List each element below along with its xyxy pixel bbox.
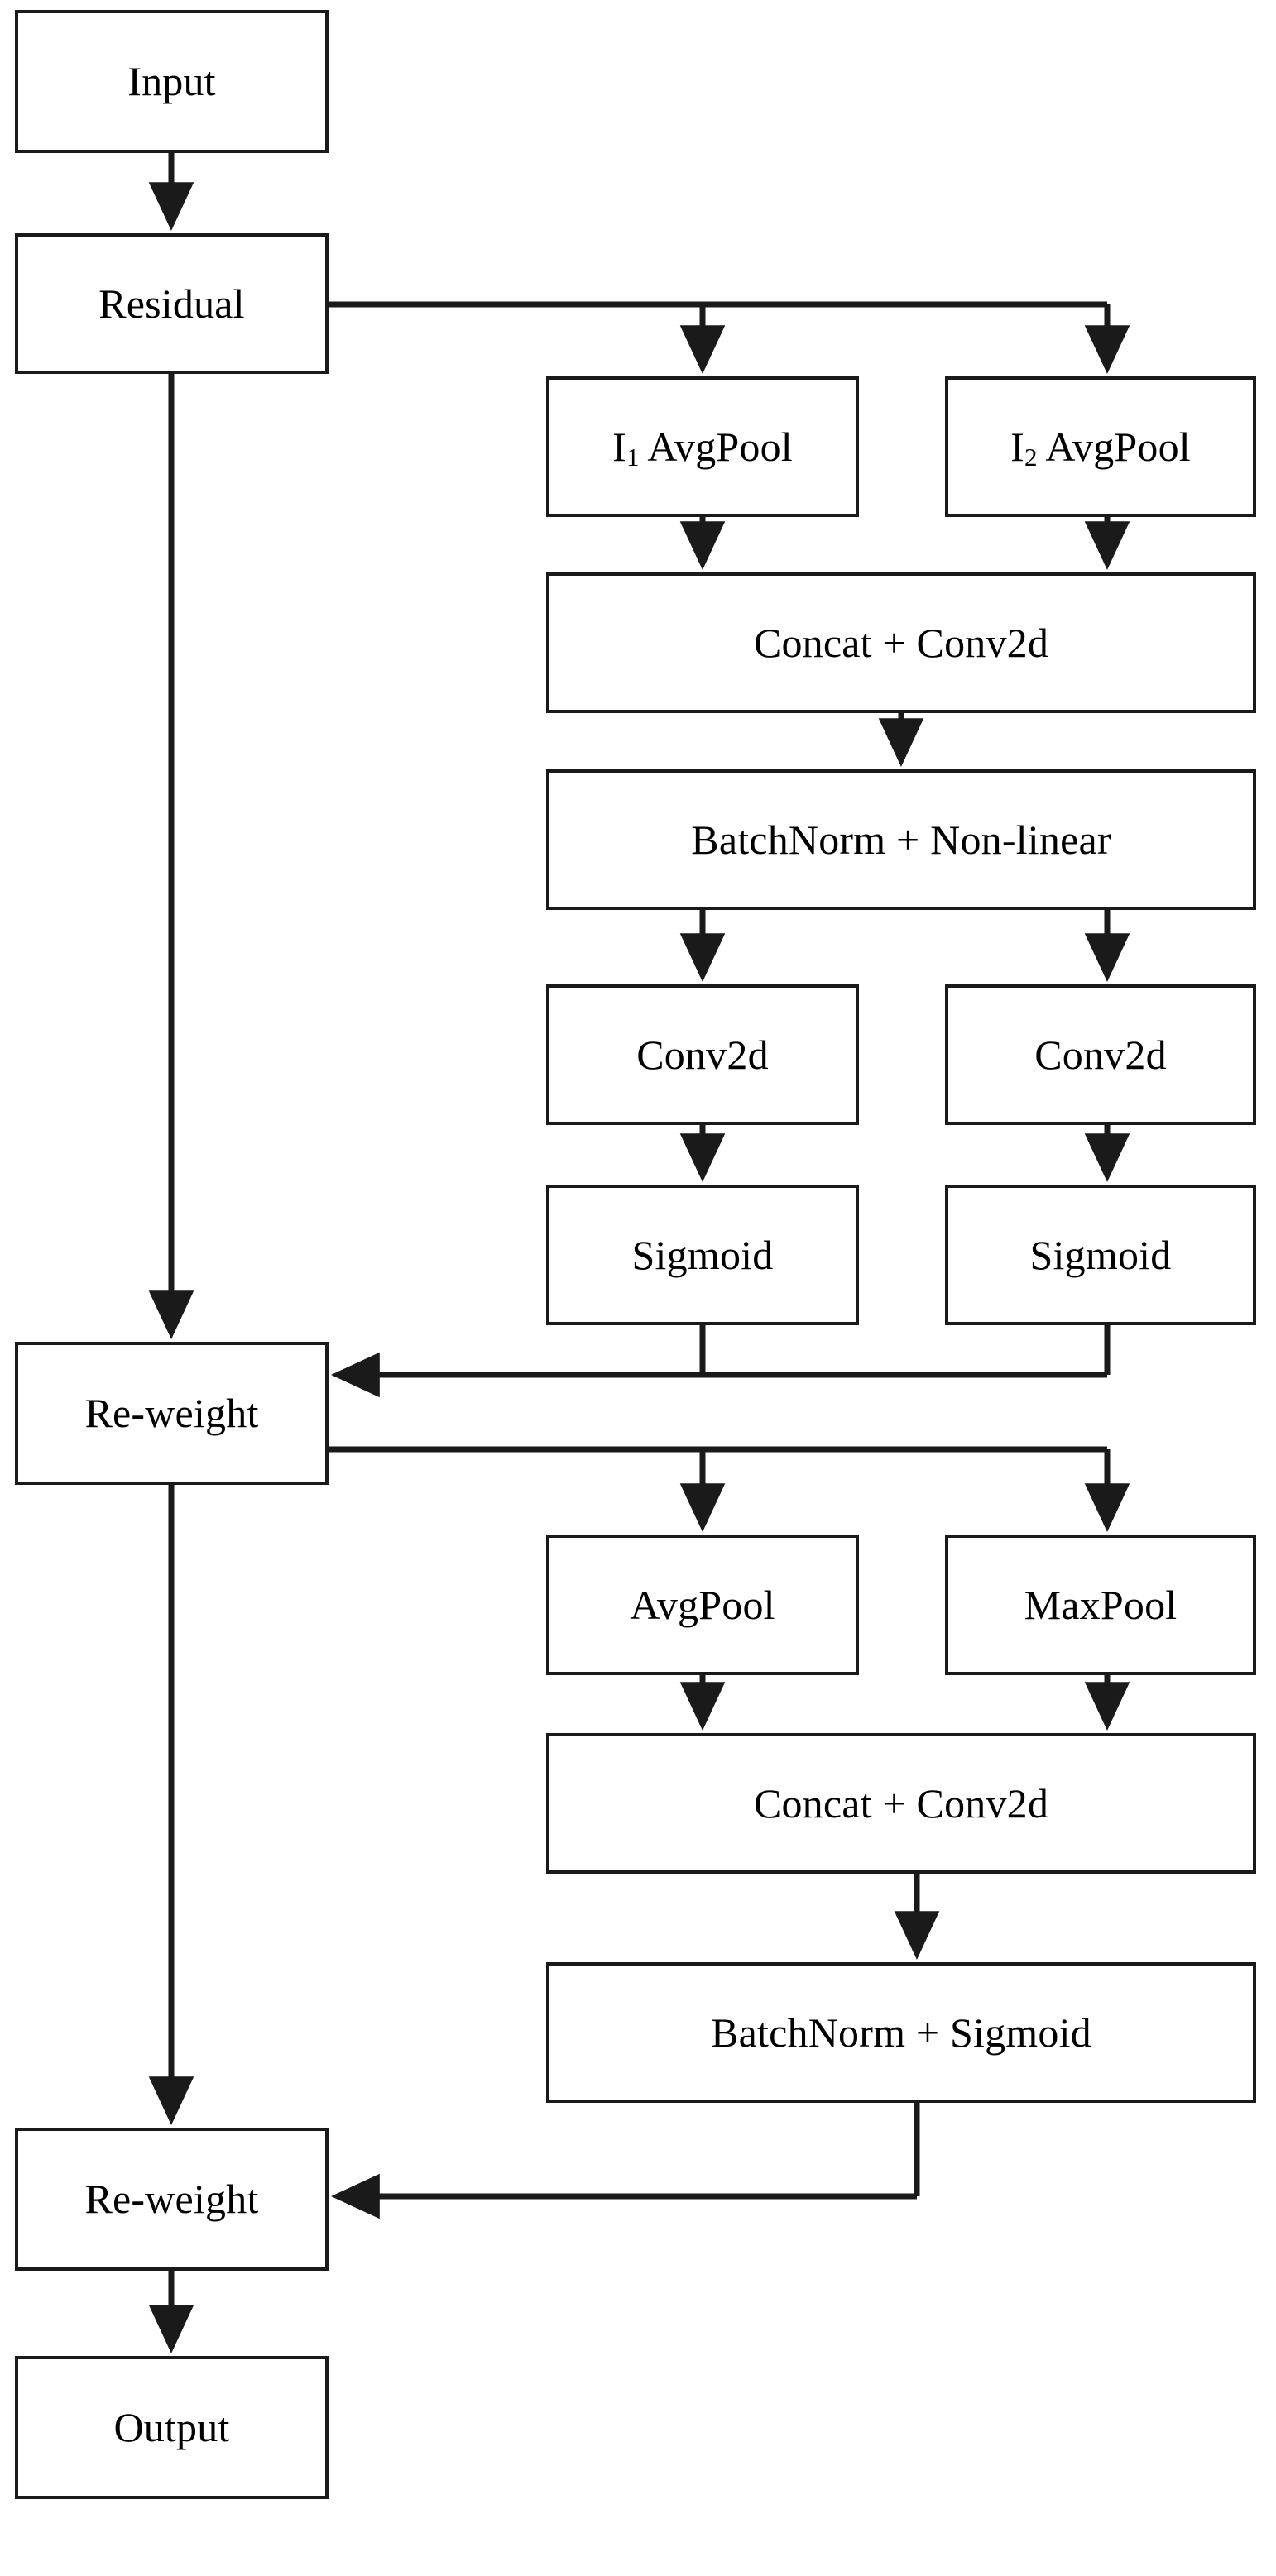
- node-residual-label: Residual: [98, 280, 245, 327]
- node-conv2d-left[interactable]: Conv2d: [546, 984, 859, 1125]
- node-maxpool[interactable]: MaxPool: [945, 1535, 1256, 1675]
- node-conv2d-left-label: Conv2d: [636, 1031, 769, 1078]
- node-reweight-1-label: Re-weight: [84, 1390, 259, 1436]
- node-concat-conv-1[interactable]: Concat + Conv2d: [546, 572, 1256, 713]
- node-bn-nonlinear-label: BatchNorm + Non-linear: [691, 816, 1111, 863]
- node-sigmoid-left[interactable]: Sigmoid: [546, 1185, 859, 1325]
- node-i2-avgpool[interactable]: I2 AvgPool: [945, 376, 1256, 517]
- node-avgpool[interactable]: AvgPool: [546, 1535, 859, 1675]
- node-avgpool-label: AvgPool: [630, 1581, 775, 1628]
- node-bn-nonlinear[interactable]: BatchNorm + Non-linear: [546, 769, 1256, 910]
- node-output[interactable]: Output: [15, 2356, 329, 2499]
- node-residual[interactable]: Residual: [15, 233, 329, 374]
- node-bn-sigmoid-label: BatchNorm + Sigmoid: [711, 2009, 1091, 2056]
- node-output-label: Output: [113, 2404, 230, 2450]
- node-reweight-2-label: Re-weight: [84, 2176, 259, 2222]
- node-conv2d-right[interactable]: Conv2d: [945, 984, 1256, 1125]
- node-concat-conv-1-label: Concat + Conv2d: [753, 619, 1049, 666]
- node-concat-conv-2[interactable]: Concat + Conv2d: [546, 1733, 1256, 1874]
- node-input-label: Input: [127, 58, 216, 104]
- node-bn-sigmoid[interactable]: BatchNorm + Sigmoid: [546, 1962, 1256, 2103]
- node-i1-avgpool[interactable]: I1 AvgPool: [546, 376, 859, 517]
- node-input[interactable]: Input: [15, 10, 329, 153]
- node-sigmoid-left-label: Sigmoid: [631, 1231, 774, 1278]
- node-reweight-1[interactable]: Re-weight: [15, 1342, 329, 1485]
- node-sigmoid-right-label: Sigmoid: [1029, 1231, 1172, 1278]
- node-i1-avgpool-label: I1 AvgPool: [612, 423, 793, 472]
- node-reweight-2[interactable]: Re-weight: [15, 2128, 329, 2271]
- node-concat-conv-2-label: Concat + Conv2d: [753, 1779, 1049, 1827]
- node-conv2d-right-label: Conv2d: [1034, 1031, 1167, 1078]
- node-maxpool-label: MaxPool: [1024, 1581, 1178, 1628]
- node-i2-avgpool-label: I2 AvgPool: [1010, 423, 1191, 472]
- node-sigmoid-right[interactable]: Sigmoid: [945, 1185, 1256, 1325]
